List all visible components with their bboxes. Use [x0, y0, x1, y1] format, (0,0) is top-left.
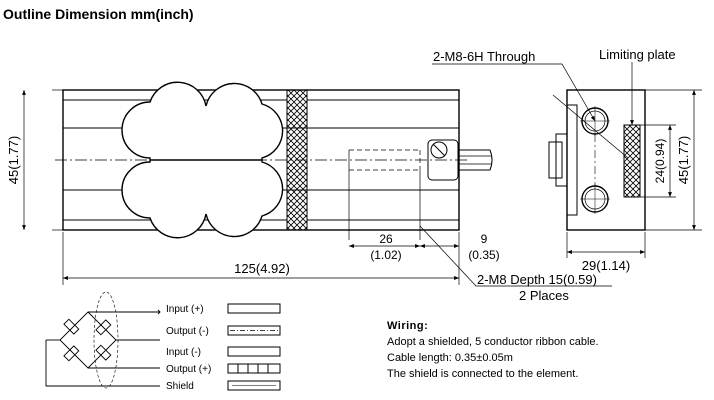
depth-callout: 2-M8 Depth 15(0.59): [477, 272, 597, 287]
wire-label-input-minus: Input (-): [166, 347, 201, 358]
wire-label-output-plus: Output (+): [166, 364, 211, 375]
wiring-note-line: Adopt a shielded, 5 conductor ribbon cab…: [387, 336, 599, 348]
dim-9-inch-label: (0.35): [468, 248, 499, 262]
cable-exit: [427, 139, 493, 181]
dim-26-label: 26: [379, 232, 393, 246]
side-height-label: 45(1.77): [6, 136, 21, 184]
wiring-note-line: The shield is connected to the element.: [387, 368, 579, 380]
wire-label-output-minus: Output (-): [166, 326, 209, 337]
thread-through-callout: 2-M8-6H Through: [433, 49, 535, 64]
end-outer-height-label: 45(1.77): [676, 136, 691, 184]
limiting-plate-callout: Limiting plate: [599, 47, 676, 62]
dim-26-inch-label: (1.02): [370, 248, 401, 262]
wiring-heading: Wiring:: [387, 320, 429, 332]
wiring-notes: Wiring: Adopt a shielded, 5 conductor ri…: [387, 318, 599, 382]
page-title: Outline Dimension mm(inch): [3, 6, 194, 22]
end-view-body: [548, 89, 646, 231]
depth-callout-places: 2 Places: [519, 288, 569, 303]
end-width-label: 29(1.14): [582, 258, 630, 273]
wire-swatches: [227, 303, 281, 391]
wiring-note-line: Cable length: 0.35±0.05m: [387, 352, 513, 364]
end-inner-height-label: 24(0.94): [653, 139, 667, 184]
dim-9-label: 9: [481, 232, 488, 246]
wire-label-shield: Shield: [166, 381, 194, 392]
bridge-circuit: [45, 291, 161, 389]
length-label: 125(4.92): [234, 261, 290, 276]
wire-label-input-plus: Input (+): [166, 304, 204, 315]
